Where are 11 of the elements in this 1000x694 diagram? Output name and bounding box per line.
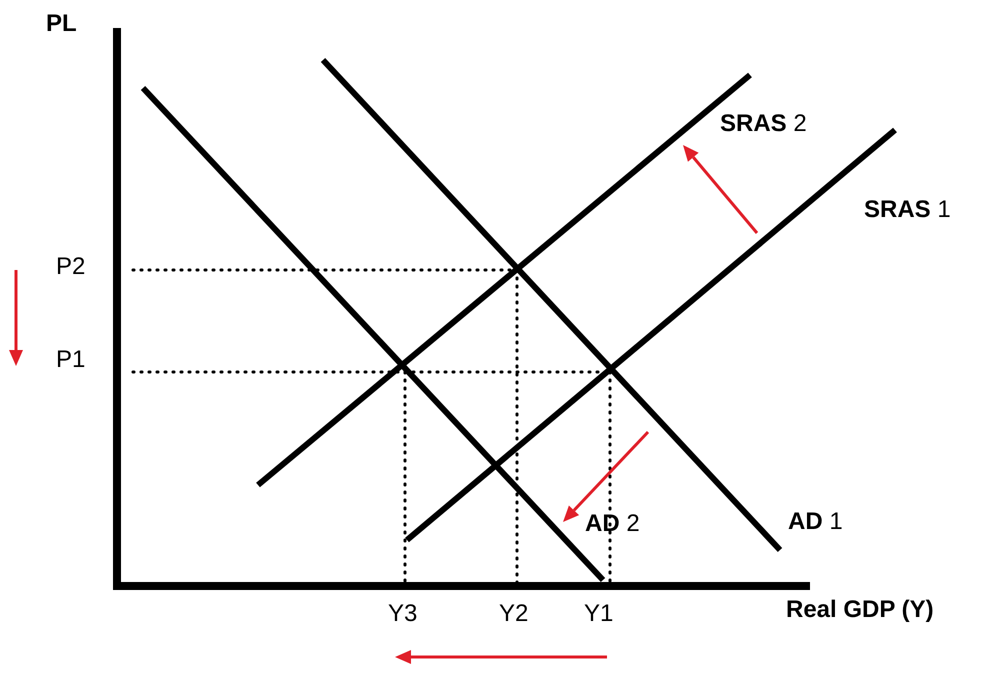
- curve-label: SRAS 2: [720, 112, 807, 136]
- axis-label: Real GDP (Y): [786, 598, 934, 622]
- price-level-label: P2: [56, 255, 86, 279]
- curve-label: SRAS 1: [864, 198, 951, 222]
- curve-label: AD 1: [788, 510, 843, 534]
- output-label: Y1: [584, 602, 614, 626]
- price-level-label: P1: [56, 348, 86, 372]
- output-label: Y2: [499, 602, 528, 626]
- curve-label: AD 2: [585, 512, 640, 536]
- output-label: Y3: [388, 602, 418, 626]
- axis-label: PL: [46, 12, 77, 36]
